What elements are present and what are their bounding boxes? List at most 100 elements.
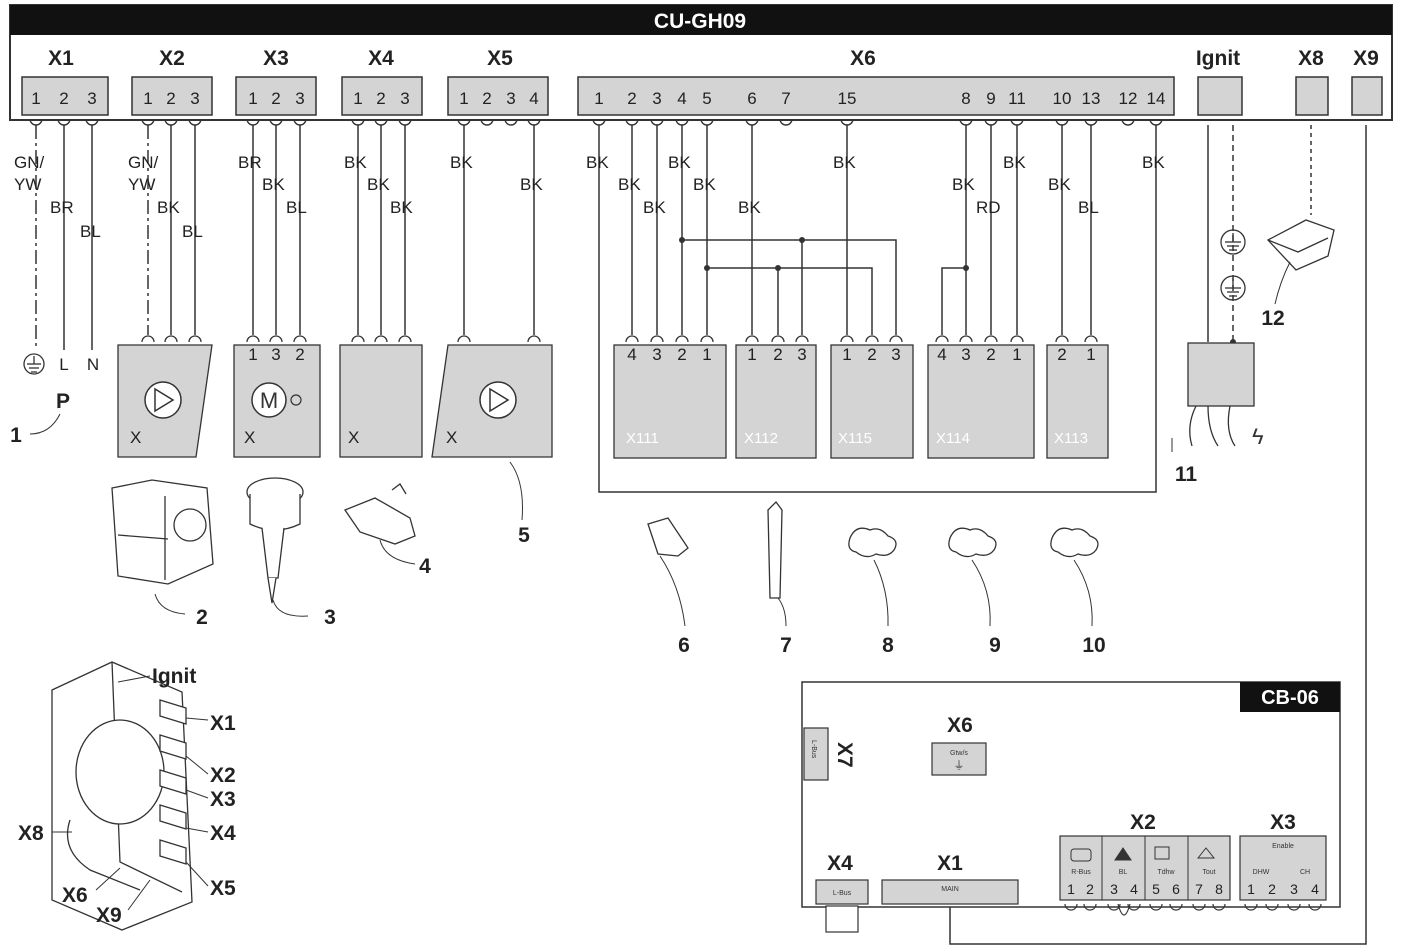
cb06-x7-connector bbox=[803, 727, 829, 781]
earth-icon bbox=[1220, 229, 1246, 255]
pin-x6-14: 14 bbox=[1147, 89, 1166, 108]
cb06-x4-connector bbox=[815, 879, 869, 905]
wire-label-x6-5: BK bbox=[693, 175, 716, 194]
x112-label: X112 bbox=[744, 430, 778, 447]
connector-x5 bbox=[447, 76, 549, 116]
callout-3: 3 bbox=[324, 606, 336, 629]
pin-x6-9: 9 bbox=[986, 89, 995, 108]
cb06-x3-pin-2: 2 bbox=[1268, 881, 1276, 897]
cb06-x6-label: X6 bbox=[947, 714, 973, 737]
conn-label-x2: X2 bbox=[159, 47, 185, 70]
pin-x6-3: 3 bbox=[652, 89, 661, 108]
connector-box-x115 bbox=[830, 344, 914, 459]
cb06-x2-sub-rbus: R-Bus bbox=[1071, 869, 1091, 876]
cb06-x3-pin-3: 3 bbox=[1290, 881, 1298, 897]
cb06-x4-text: L-Bus bbox=[833, 890, 852, 897]
pump-device-icon bbox=[111, 479, 214, 585]
sensor-strip-icon bbox=[767, 501, 783, 599]
cb06-x6-text: Gtw/s bbox=[950, 750, 968, 757]
board-illustration bbox=[51, 661, 193, 931]
cb06-x3-pin-4: 4 bbox=[1311, 881, 1319, 897]
conn-label-x9: X9 bbox=[1353, 47, 1379, 70]
cb06-x2-dividers bbox=[1101, 836, 1189, 900]
cb06-x2-pin-3: 3 bbox=[1110, 881, 1118, 897]
x2-box-label: X bbox=[130, 428, 141, 447]
x114-label: X114 bbox=[936, 430, 970, 447]
cb06-title-bar bbox=[1240, 682, 1340, 712]
callout-11: 11 bbox=[1175, 463, 1198, 486]
earth-symbol bbox=[23, 353, 45, 375]
callout-8: 8 bbox=[882, 634, 894, 657]
connector-ignit bbox=[1197, 76, 1243, 116]
board-label-x8: X8 bbox=[18, 822, 44, 845]
cb06-title: CB-06 bbox=[1261, 687, 1319, 709]
wire-label-x6-6: BK bbox=[738, 198, 761, 217]
wire-label-x6-8: BK bbox=[952, 175, 975, 194]
callout-7: 7 bbox=[780, 634, 792, 657]
board-label-x1: X1 bbox=[210, 712, 236, 735]
cb06-x2-pin-6: 6 bbox=[1172, 881, 1180, 897]
pin-x6-12: 12 bbox=[1119, 89, 1138, 108]
pin-x1-3: 3 bbox=[87, 89, 96, 108]
pin-x6-6: 6 bbox=[747, 89, 756, 108]
pin-x4-3: 3 bbox=[400, 89, 409, 108]
x112-pin-3: 3 bbox=[797, 345, 806, 364]
cb06-terminals bbox=[1064, 903, 1322, 911]
cb06-x6-icon: ⏚ bbox=[954, 759, 965, 772]
pump-icon bbox=[144, 381, 182, 419]
cb06-x4-label: X4 bbox=[827, 852, 853, 875]
connector-x3 bbox=[235, 76, 317, 116]
x111-pin-4: 4 bbox=[627, 345, 636, 364]
x3-box-pin-2: 2 bbox=[295, 345, 304, 364]
board-title: CU-GH09 bbox=[654, 10, 746, 33]
pin-x2-1: 1 bbox=[143, 89, 152, 108]
board-label-x5: X5 bbox=[210, 877, 236, 900]
power-neutral: N bbox=[87, 355, 99, 374]
ignition-leads bbox=[1189, 405, 1236, 447]
wire-label-x2-bk: BK bbox=[157, 198, 180, 217]
x111-pin-1: 1 bbox=[702, 345, 711, 364]
cb06-x3-label: X3 bbox=[1270, 811, 1296, 834]
callout-leaders bbox=[29, 261, 1291, 627]
wire-label-x6-2: BK bbox=[618, 175, 641, 194]
x4-box-label: X bbox=[348, 428, 359, 447]
callout-1: 1 bbox=[10, 424, 22, 447]
pin-x6-5: 5 bbox=[702, 89, 711, 108]
wires bbox=[35, 125, 1367, 945]
pin-x6-13: 13 bbox=[1082, 89, 1101, 108]
callout-5: 5 bbox=[518, 524, 530, 547]
cb06-x2-pin-1: 1 bbox=[1067, 881, 1075, 897]
board-title-bar bbox=[10, 5, 1392, 35]
power-plug-label: P bbox=[56, 390, 70, 413]
ignition-unit bbox=[1187, 342, 1255, 407]
callout-2: 2 bbox=[196, 606, 208, 629]
wire-label-x6-4: BK bbox=[668, 153, 691, 172]
cb06-bl-loop bbox=[1117, 903, 1131, 916]
wire-label-x6-9: RD bbox=[976, 198, 1001, 217]
x113-pin-1: 1 bbox=[1086, 345, 1095, 364]
pin-x6-15: 15 bbox=[838, 89, 857, 108]
box-x4 bbox=[339, 344, 423, 458]
cb06-x3-connector bbox=[1239, 835, 1327, 901]
x115-pin-2: 2 bbox=[867, 345, 876, 364]
cb06-x2-sub-tout: Tout bbox=[1202, 869, 1215, 876]
wire-label-x5-bk1: BK bbox=[450, 153, 473, 172]
connector-box-x112 bbox=[735, 344, 817, 459]
wire-label-x3-bl: BL bbox=[286, 198, 307, 217]
wire-label-x6-11: BK bbox=[1003, 153, 1026, 172]
wire-label-x2-gn: GN/ bbox=[128, 153, 159, 172]
x113-label: X113 bbox=[1054, 430, 1088, 447]
cb06-x6-connector bbox=[931, 742, 987, 776]
cb06-x2-pin-5: 5 bbox=[1152, 881, 1160, 897]
connector-box-x114 bbox=[927, 344, 1035, 459]
x115-label: X115 bbox=[838, 430, 872, 447]
cb06-x2-icons bbox=[1070, 846, 1216, 862]
wire-label-x3-bk: BK bbox=[262, 175, 285, 194]
sensor-clip-icon bbox=[647, 517, 689, 557]
pin-x3-2: 2 bbox=[271, 89, 280, 108]
x112-pin-1: 1 bbox=[747, 345, 756, 364]
pin-x3-1: 1 bbox=[248, 89, 257, 108]
cb06-x2-sub-bl: BL bbox=[1119, 869, 1128, 876]
x3-box-label: X bbox=[244, 428, 255, 447]
